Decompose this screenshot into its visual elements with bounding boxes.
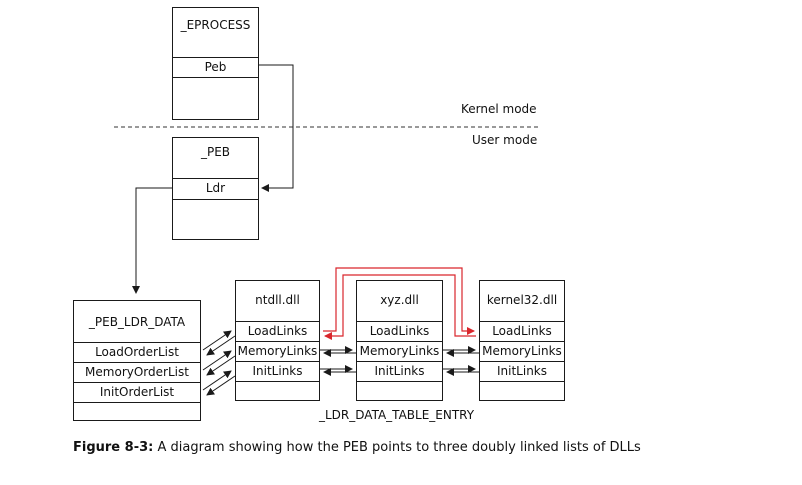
- kernel32-memory-links: MemoryLinks: [480, 341, 564, 361]
- ntdll-name: ntdll.dll: [255, 293, 300, 307]
- kernel32-name: kernel32.dll: [486, 293, 558, 307]
- figure-caption: Figure 8-3: A diagram showing how the PE…: [73, 440, 641, 455]
- peb-structure: _PEB Ldr: [172, 137, 259, 240]
- xyz-name: xyz.dll: [380, 293, 419, 307]
- ntdll-load-links: LoadLinks: [236, 321, 319, 341]
- load-order-list-field: LoadOrderList: [74, 342, 200, 362]
- kernel32-empty-field: [480, 381, 564, 401]
- unlink-highlight-path: [323, 267, 476, 340]
- xyz-empty-field: [357, 381, 442, 401]
- peb-ldr-data-title: _PEB_LDR_DATA: [88, 315, 186, 329]
- ntdll-memory-links: MemoryLinks: [236, 341, 319, 361]
- memory-order-list-field: MemoryOrderList: [74, 362, 200, 382]
- xyz-to-kernel32-links: [443, 346, 479, 376]
- eprocess-empty-field: [173, 77, 258, 120]
- ntdll-empty-field: [236, 381, 319, 401]
- xyz-entry: xyz.dll LoadLinks MemoryLinks InitLinks: [356, 280, 443, 401]
- kernel32-init-links: InitLinks: [480, 361, 564, 381]
- peb-title: _PEB: [200, 145, 231, 159]
- ldr-data-table-entry-label: _LDR_DATA_TABLE_ENTRY: [319, 408, 475, 422]
- ntdll-entry: ntdll.dll LoadLinks MemoryLinks InitLink…: [235, 280, 320, 401]
- peb-empty-field: [173, 199, 258, 240]
- ldr-to-peb-ldr-data-arrow: [132, 187, 172, 294]
- kernel32-load-links: LoadLinks: [480, 321, 564, 341]
- peb-ldr-data-structure: _PEB_LDR_DATA LoadOrderList MemoryOrderL…: [73, 300, 201, 421]
- eprocess-structure: _EPROCESS Peb: [172, 7, 259, 120]
- user-mode-label: User mode: [472, 133, 538, 147]
- eprocess-peb-field: Peb: [173, 57, 258, 77]
- xyz-memory-links: MemoryLinks: [357, 341, 442, 361]
- peb-ldr-field: Ldr: [173, 178, 258, 199]
- figure-caption-text: A diagram showing how the PEB points to …: [153, 440, 641, 455]
- ntdll-to-xyz-links: [320, 346, 356, 376]
- ntdll-init-links: InitLinks: [236, 361, 319, 381]
- peb-to-ldr-arrow: [258, 64, 294, 192]
- eprocess-title: _EPROCESS: [180, 18, 251, 32]
- peb-ldr-data-empty-field: [74, 402, 200, 421]
- kernel32-entry: kernel32.dll LoadLinks MemoryLinks InitL…: [479, 280, 565, 401]
- xyz-init-links: InitLinks: [357, 361, 442, 381]
- xyz-load-links: LoadLinks: [357, 321, 442, 341]
- figure-label: Figure 8-3:: [73, 440, 154, 455]
- kernel-mode-label: Kernel mode: [461, 102, 537, 116]
- ldr-data-to-ntdll-links: [202, 330, 236, 396]
- init-order-list-field: InitOrderList: [74, 382, 200, 402]
